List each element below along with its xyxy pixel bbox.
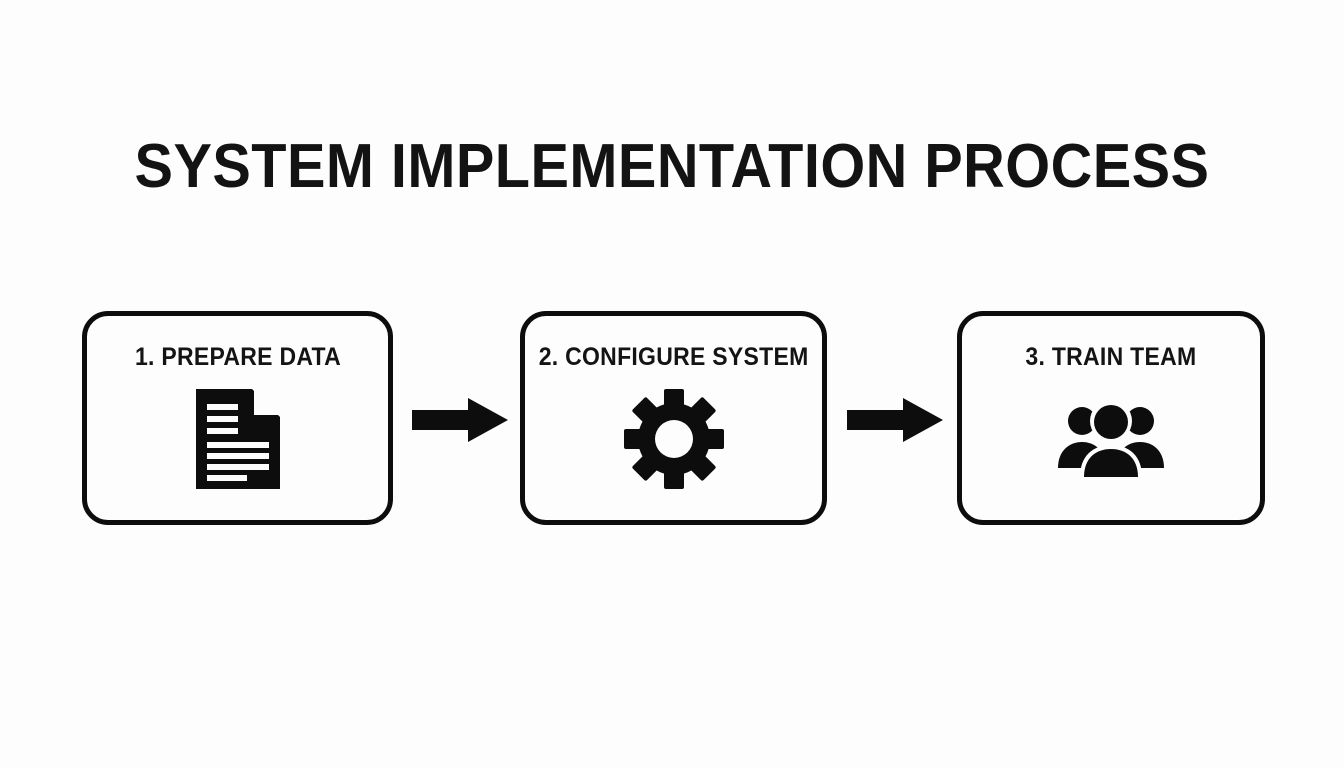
- process-flow: 1. PREPARE DATA: [82, 311, 1265, 525]
- arrow-right-icon: [847, 398, 943, 442]
- process-step-configure-system[interactable]: 2. CONFIGURE SYSTEM: [520, 311, 827, 525]
- process-step-train-team[interactable]: 3. TRAIN TEAM: [957, 311, 1265, 525]
- process-step-label: 1. PREPARE DATA: [134, 343, 341, 371]
- people-group-icon: [1055, 386, 1167, 492]
- arrow-right-icon: [412, 398, 508, 442]
- page-title: SYSTEM IMPLEMENTATION PROCESS: [134, 132, 1210, 201]
- gear-icon: [623, 386, 724, 492]
- process-step-label: 3. TRAIN TEAM: [1025, 343, 1197, 371]
- document-icon: [195, 386, 280, 492]
- process-step-prepare-data[interactable]: 1. PREPARE DATA: [82, 311, 393, 525]
- process-step-label: 2. CONFIGURE SYSTEM: [538, 343, 809, 371]
